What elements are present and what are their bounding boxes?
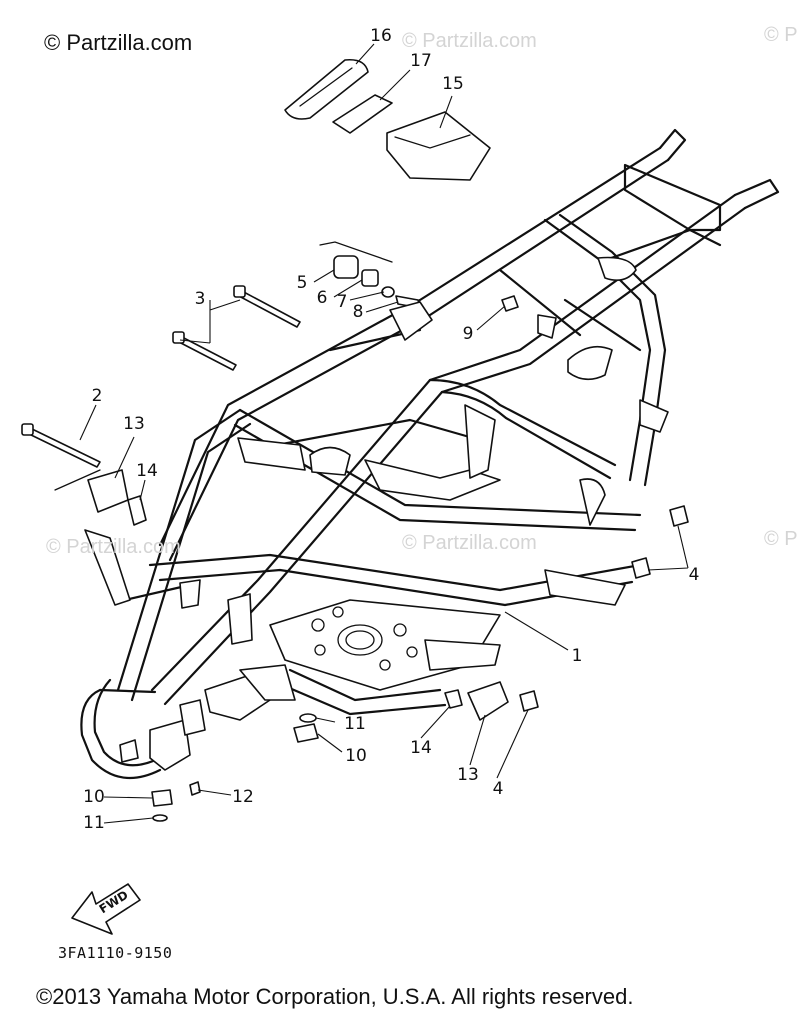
callout-16: 16 (370, 26, 392, 46)
fwd-arrow (71, 883, 141, 935)
callout-2: 2 (91, 386, 103, 406)
part-5-8-mount (319, 241, 433, 341)
part-3-bolts (172, 285, 301, 371)
copyright-notice: ©2013 Yamaha Motor Corporation, U.S.A. A… (36, 984, 634, 1009)
watermark-main: © Partzilla.com (44, 30, 193, 55)
callout-4: 4 (492, 779, 504, 799)
callout-10: 10 (345, 746, 367, 766)
callout-15: 15 (442, 74, 464, 94)
callout-14: 14 (410, 738, 432, 758)
watermark-text: © Partzilla.com (402, 532, 537, 554)
frame-lower (148, 553, 642, 721)
callout-5: 5 (296, 273, 308, 293)
callout-11: 11 (83, 813, 105, 833)
callout-9: 9 (462, 324, 474, 344)
callout-13: 13 (123, 414, 145, 434)
part-13-14-bracket-left (54, 469, 147, 526)
callout-6: 6 (316, 288, 328, 308)
part-4-nuts (519, 505, 689, 712)
part-9-nut (501, 295, 557, 339)
watermark-text: © Partzilla.com (402, 30, 537, 52)
callout-3: 3 (194, 289, 206, 309)
callout-8: 8 (352, 302, 364, 322)
frame-rear-section (498, 163, 722, 487)
callout-11: 11 (344, 714, 366, 734)
part-15-pad (386, 111, 491, 181)
diagram-code: 3FA1110-9150 (58, 944, 173, 962)
part-16-cover (284, 58, 369, 120)
part-17-bracket (332, 94, 393, 134)
leader-lines (79, 43, 689, 824)
frame-front-bumper (80, 529, 253, 780)
callout-17: 17 (410, 51, 432, 71)
callout-10: 10 (83, 787, 105, 807)
callout-4: 4 (688, 565, 700, 585)
part-2-bolt (21, 423, 101, 468)
callout-7: 7 (336, 292, 348, 312)
watermark-text: © P (764, 24, 798, 46)
callout-14: 14 (136, 461, 158, 481)
watermark-text: © P (764, 528, 798, 550)
part-10-11-grommets (151, 713, 319, 822)
callout-13: 13 (457, 765, 479, 785)
callout-1: 1 (571, 646, 583, 666)
watermark-text: © Partzilla.com (46, 536, 181, 558)
part-13-14-bracket-right (444, 681, 509, 721)
callout-12: 12 (232, 787, 254, 807)
